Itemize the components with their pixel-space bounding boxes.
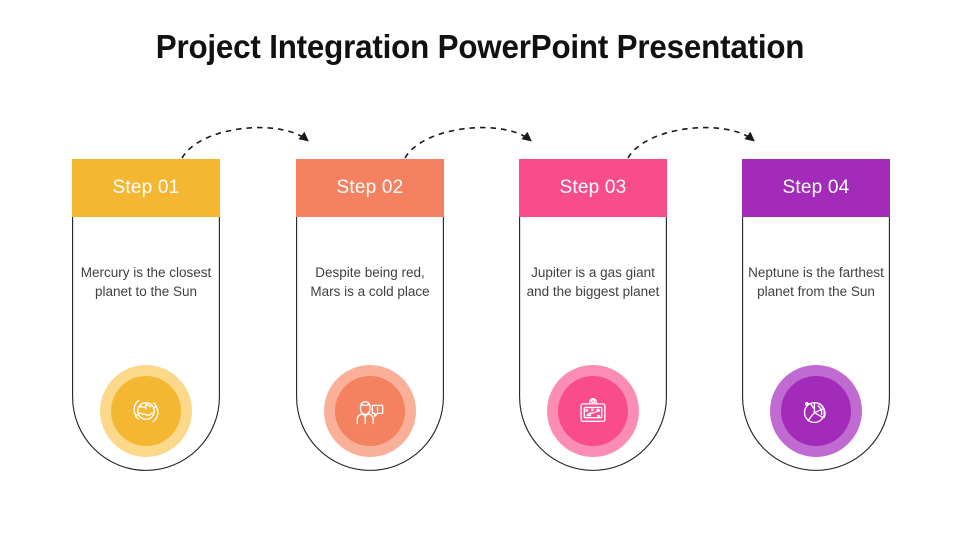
- step-label-3: Step 03: [559, 177, 627, 198]
- step-icon-badge-1[interactable]: [100, 365, 192, 457]
- page-title: Project Integration PowerPoint Presentat…: [155, 28, 805, 65]
- step-icon-badge-2[interactable]: [324, 365, 416, 457]
- step-card-3[interactable]: Step 03 Jupiter is a gas giant and the b…: [519, 159, 667, 471]
- step-header-1[interactable]: Step 01: [72, 159, 220, 217]
- step-header-4[interactable]: Step 04: [742, 159, 890, 217]
- step-description-3: Jupiter is a gas giant and the biggest p…: [526, 265, 660, 299]
- step-description-2: Despite being red, Mars is a cold place: [310, 265, 430, 299]
- step-icon-badge-4[interactable]: [770, 365, 862, 457]
- icon-core-3: [558, 376, 628, 446]
- globe-arrows-icon: [133, 399, 159, 423]
- step-header-2[interactable]: Step 02: [296, 159, 444, 217]
- step-card-1[interactable]: Step 01 Mercury is the closest planet to…: [72, 159, 220, 471]
- step-label-2: Step 02: [336, 177, 404, 198]
- step-label-1: Step 01: [112, 177, 180, 198]
- arrow-step3-to-step4: [627, 126, 755, 159]
- strategy-board-icon: [580, 398, 606, 422]
- step-description-1: Mercury is the closest planet to the Sun: [80, 265, 212, 299]
- icon-core-1: [111, 376, 181, 446]
- arrow-step2-to-step3: [404, 126, 532, 159]
- step-icon-badge-3[interactable]: [547, 365, 639, 457]
- person-alert-speech-icon: [356, 401, 384, 425]
- icon-core-4: [781, 376, 851, 446]
- step-card-4[interactable]: Step 04 Neptune is the farthest planet f…: [742, 159, 890, 471]
- step-label-4: Step 04: [782, 177, 850, 198]
- step-card-2[interactable]: Step 02 Despite being red, Mars is a col…: [296, 159, 444, 471]
- arrow-step1-to-step2: [181, 126, 309, 159]
- step-header-3[interactable]: Step 03: [519, 159, 667, 217]
- pie-chart-icon: [803, 402, 826, 424]
- icon-core-2: [335, 376, 405, 446]
- step-description-4: Neptune is the farthest planet from the …: [748, 265, 884, 299]
